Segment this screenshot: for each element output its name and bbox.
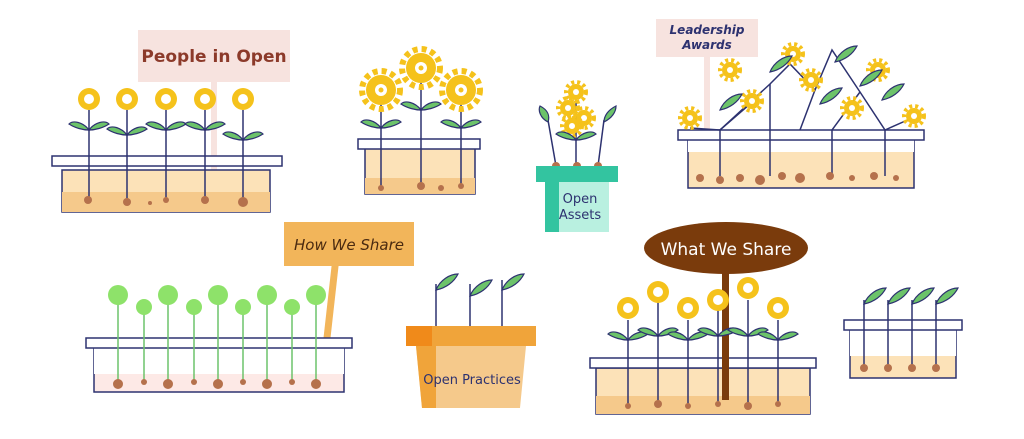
what-we-share-label: What We Share xyxy=(661,240,792,260)
sunflower-icon xyxy=(840,96,864,120)
what-we-share-sign xyxy=(644,222,808,274)
sunflower-icon xyxy=(718,58,742,82)
people-in-open-label: People in Open xyxy=(141,47,286,67)
how-we-share-label: How We Share xyxy=(294,236,404,254)
flower-icon xyxy=(677,297,699,319)
open-practices-label: Open Practices xyxy=(423,373,521,388)
flower-icon xyxy=(155,88,177,110)
open-assets-pot: Open Assets xyxy=(536,80,618,232)
sunflower-icon xyxy=(402,49,440,87)
flower-icon xyxy=(647,281,669,303)
sunflower-icon xyxy=(799,68,823,92)
flower-icon xyxy=(232,88,254,110)
flower-icon xyxy=(116,88,138,110)
people-in-open-planter: People in Open xyxy=(51,30,290,213)
sprout-icon xyxy=(108,285,326,315)
sunflower-icon xyxy=(442,71,480,109)
flower-icon xyxy=(78,88,100,110)
sprout-planter xyxy=(843,287,963,379)
how-we-share-sign xyxy=(284,222,414,266)
flower-icon xyxy=(564,80,588,104)
leadership-awards-label-line2: Awards xyxy=(681,38,732,52)
how-we-share-planter: How We Share xyxy=(85,222,414,393)
flower-icon xyxy=(707,289,729,311)
sunflower-icon xyxy=(678,106,702,130)
people-in-open-sign xyxy=(138,30,290,82)
what-we-share-planter: What We Share xyxy=(589,222,817,415)
open-assets-label-line2: Assets xyxy=(559,208,602,223)
flower-icon xyxy=(737,277,759,299)
flower-icon xyxy=(767,297,789,319)
flower-icon xyxy=(617,297,639,319)
sunflower-icon xyxy=(362,71,400,109)
sunflower-planter xyxy=(357,49,481,195)
sunflower-icon xyxy=(902,104,926,128)
leadership-awards-label-line1: Leadership xyxy=(670,23,745,37)
flower-icon xyxy=(194,88,216,110)
leadership-awards-sign xyxy=(656,19,758,57)
open-assets-label-line1: Open xyxy=(563,192,598,207)
leadership-awards-planter: Leadership Awards xyxy=(656,19,926,189)
open-practices-pot: Open Practices xyxy=(406,273,536,408)
